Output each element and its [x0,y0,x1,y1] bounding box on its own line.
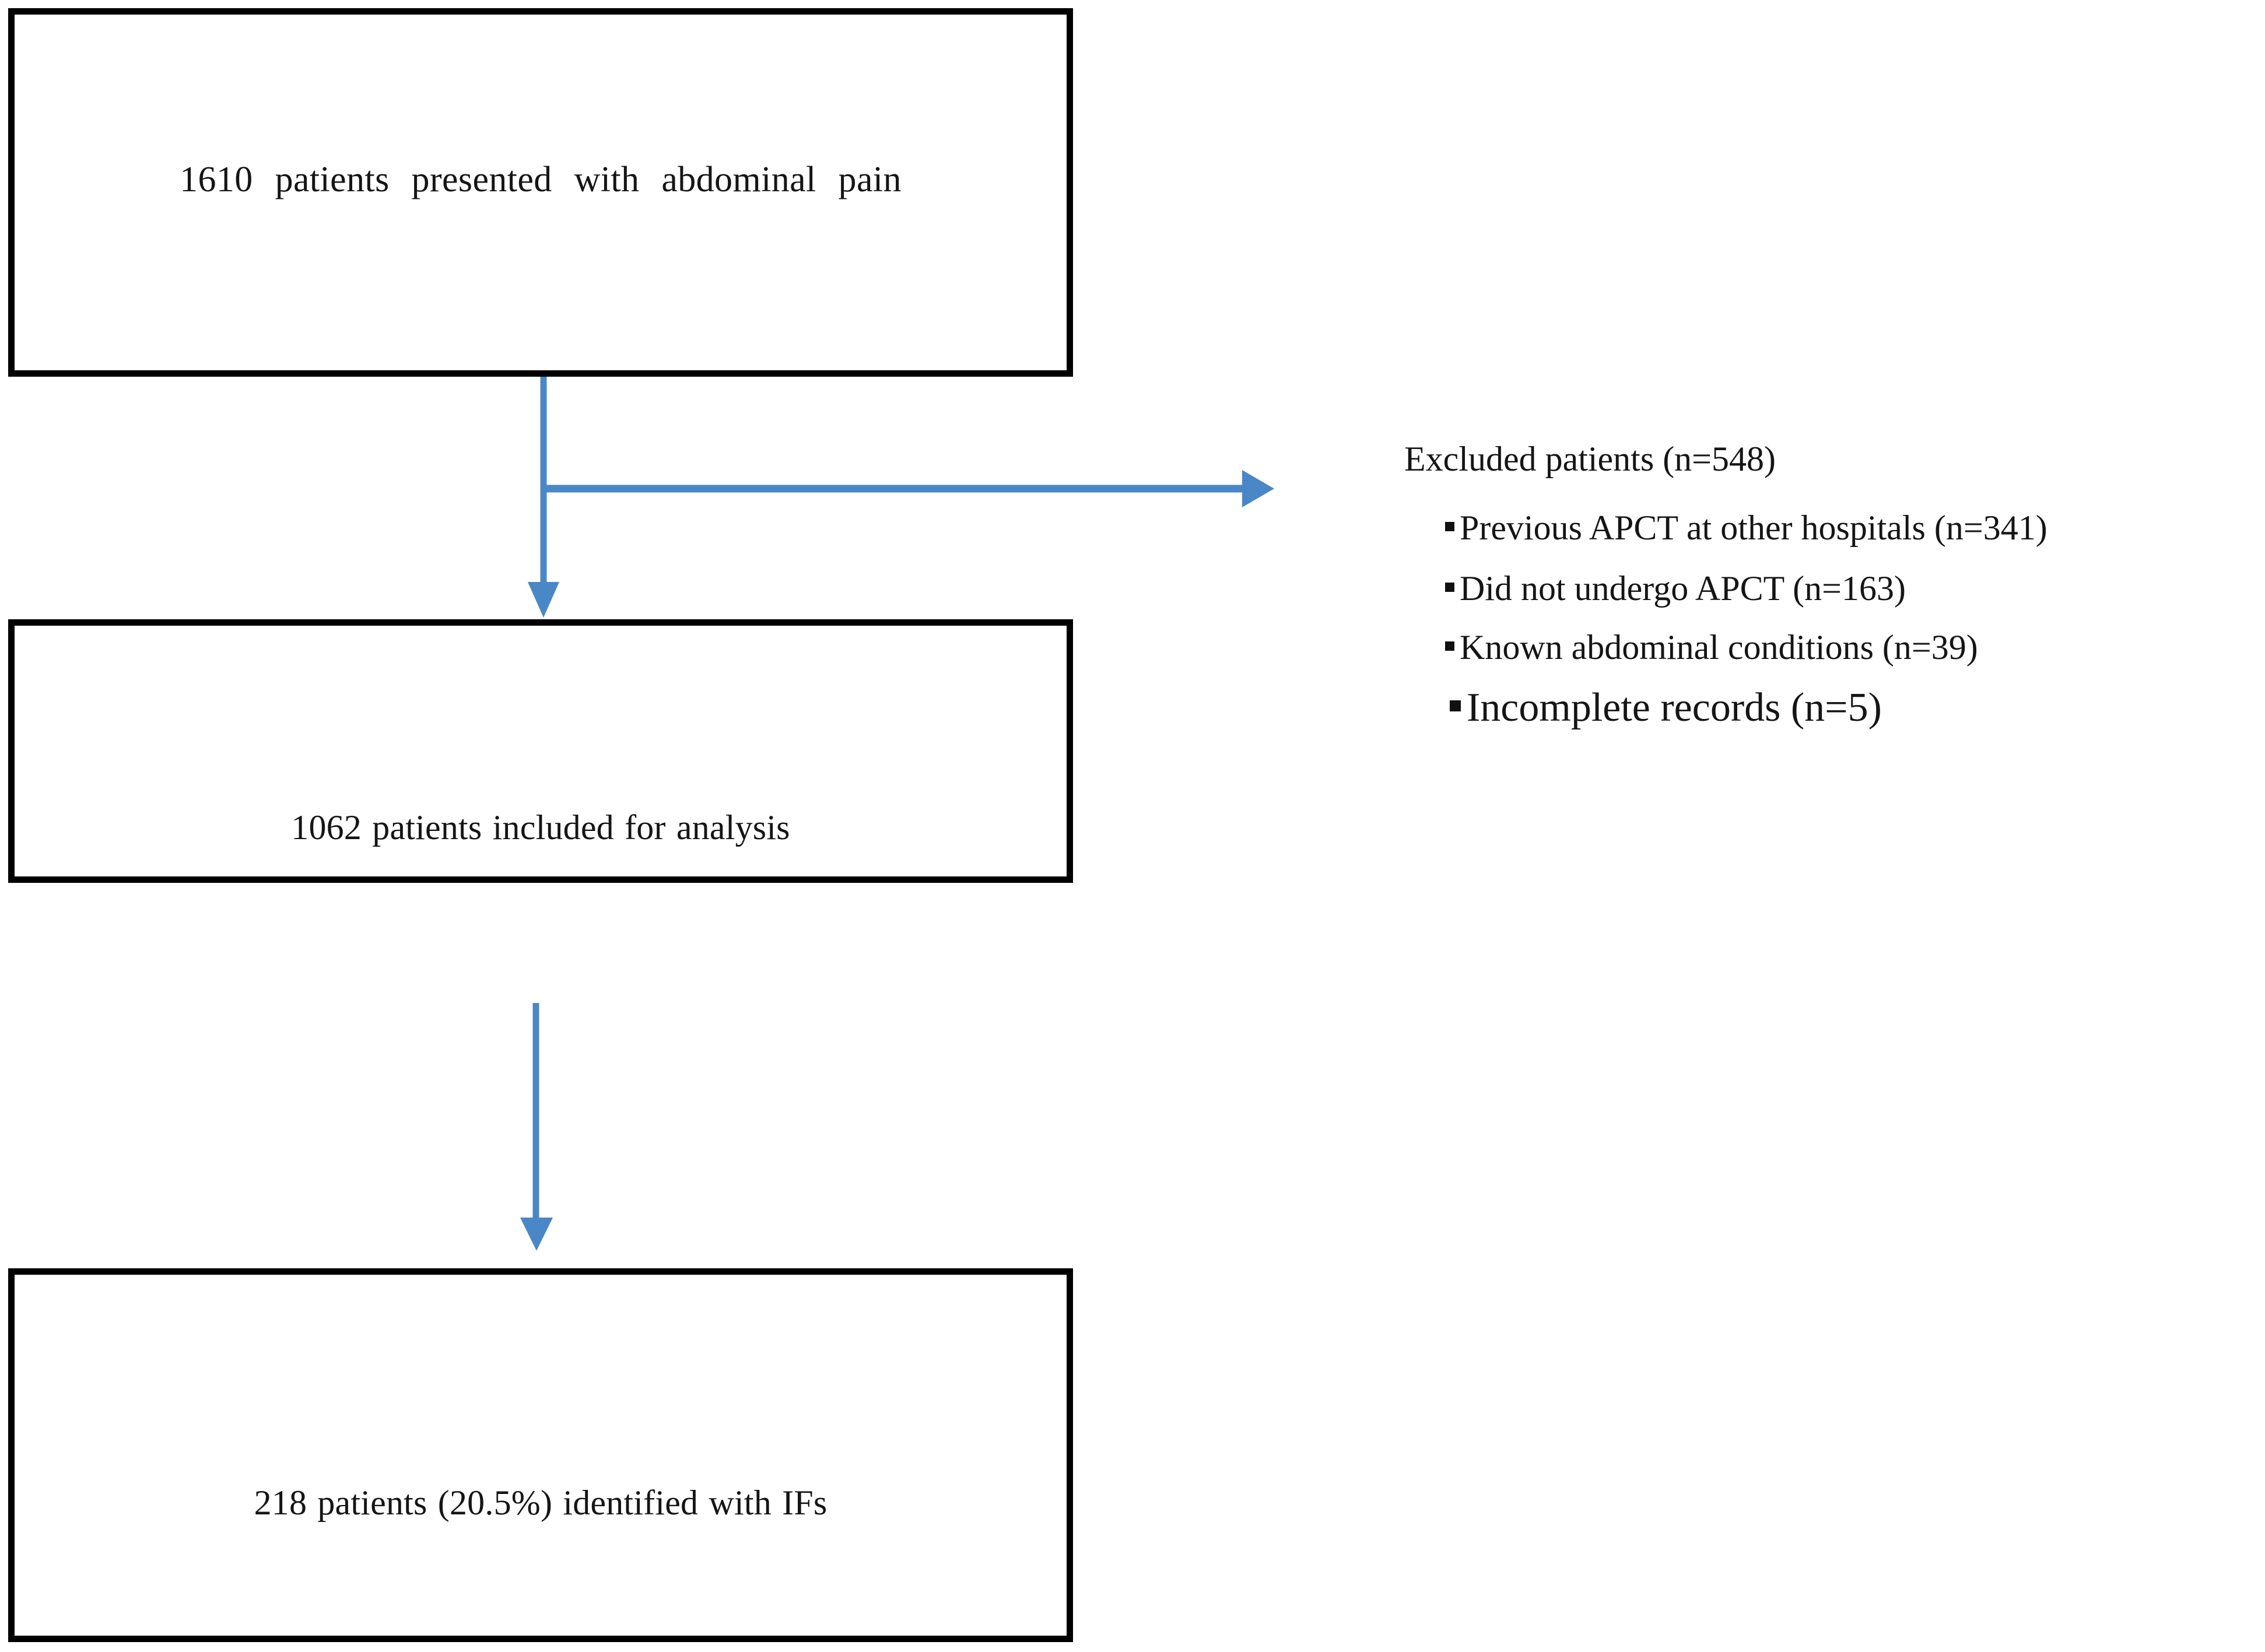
excluded-reason-label: Did not undergo APCT (n=163) [1460,569,1906,608]
excluded-reason-item: Incomplete records (n=5) [1450,685,1882,731]
arrow-screened-to-excluded [544,470,1274,507]
box-patients-included-label: 1062 patients included for analysis [291,808,790,847]
box-patients-included: 1062 patients included for analysis [8,619,1073,883]
bullet-square-icon [1445,522,1454,531]
bullet-square-icon [1450,700,1461,711]
excluded-patients-title: Excluded patients (n=548) [1404,440,1776,478]
box-patients-with-ifs-label: 218 patients (20.5%) identified with IFs [254,1483,828,1522]
box-patients-screened-label: 1610 patients presented with abdominal p… [180,160,902,199]
excluded-reason-item: Did not undergo APCT (n=163) [1445,569,1906,609]
excluded-reason-item: Previous APCT at other hospitals (n=341) [1445,508,2047,548]
excluded-reason-label: Incomplete records (n=5) [1467,685,1882,730]
arrow-included-to-outcome [520,1003,553,1251]
bullet-square-icon [1445,641,1454,651]
box-patients-screened: 1610 patients presented with abdominal p… [8,8,1073,377]
excluded-reason-label: Previous APCT at other hospitals (n=341) [1460,508,2047,547]
bullet-square-icon [1445,583,1454,592]
box-patients-with-ifs: 218 patients (20.5%) identified with IFs [8,1268,1073,1642]
excluded-patients-panel: Excluded patients (n=548) Previous APCT … [1404,440,2262,731]
excluded-reason-label: Known abdominal conditions (n=39) [1460,628,1978,667]
arrow-screened-to-included [528,369,559,618]
excluded-reason-item: Known abdominal conditions (n=39) [1445,627,1978,668]
